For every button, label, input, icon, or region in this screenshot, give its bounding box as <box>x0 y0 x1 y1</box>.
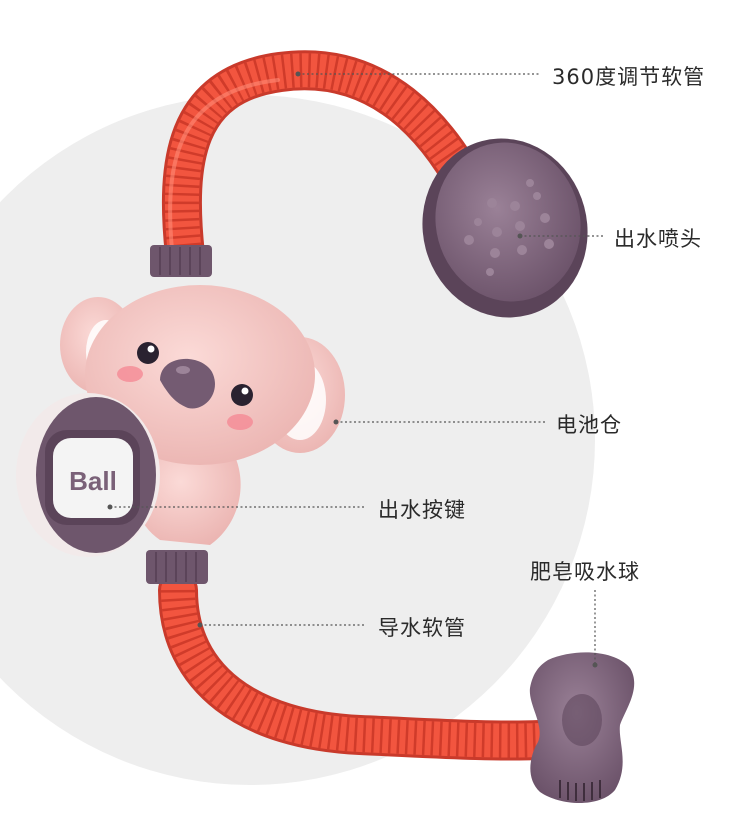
callout-hose-top: 360度调节软管 <box>552 65 706 89</box>
soap-ball <box>529 652 635 803</box>
koala-body <box>60 285 345 545</box>
callout-battery: 电池仓 <box>556 413 622 437</box>
callout-hose-bottom: 导水软管 <box>378 616 466 640</box>
callout-dots <box>107 71 598 668</box>
callout-button: 出水按键 <box>378 498 466 522</box>
button-text: Ball <box>69 466 117 496</box>
upper-hose <box>161 50 495 275</box>
top-connector <box>150 245 212 277</box>
callout-soap-ball: 肥皂吸水球 <box>530 560 640 584</box>
bottom-connector <box>146 550 208 584</box>
shower-head <box>422 138 588 318</box>
lower-hose <box>158 570 560 761</box>
callout-shower-head: 出水喷头 <box>614 227 702 251</box>
water-button: Ball <box>16 393 160 557</box>
callout-lines <box>110 73 605 665</box>
